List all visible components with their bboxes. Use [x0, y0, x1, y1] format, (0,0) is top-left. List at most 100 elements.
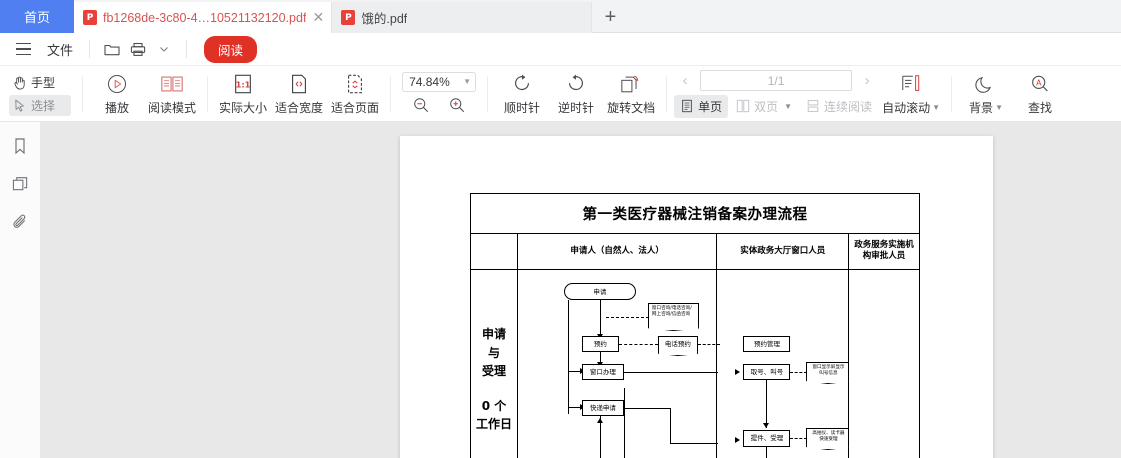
rotate-ccw-label: 逆时针 — [558, 100, 595, 115]
hand-select-group: 手型 选择 — [5, 72, 75, 116]
divider — [390, 75, 392, 112]
play-icon — [106, 72, 128, 96]
arrow — [735, 368, 741, 375]
column-header-window-staff: 实体政务大厅窗口人员 — [716, 233, 850, 270]
main-body: 第一类医疗器械注销备案办理流程 申请人（自然人、法人） 实体政务大厅窗口人员 政… — [0, 122, 1121, 458]
note-tail — [657, 350, 698, 356]
flowchart-table: 第一类医疗器械注销备案办理流程 申请人（自然人、法人） 实体政务大厅窗口人员 政… — [470, 193, 920, 458]
pdf-page: 第一类医疗器械注销备案办理流程 申请人（自然人、法人） 实体政务大厅窗口人员 政… — [400, 136, 993, 458]
svg-text:A: A — [1036, 78, 1042, 87]
thumbnail-panel-button[interactable] — [7, 172, 33, 196]
divider — [186, 40, 188, 58]
find-icon: A — [1029, 72, 1051, 96]
arrow — [596, 417, 603, 423]
double-page-mode-button[interactable]: 双页 ▼ — [730, 95, 798, 118]
lane-applicant: 申请 预约 窗口办理 — [516, 268, 720, 458]
document-tab-1[interactable]: P fb1268de-3c80-4…10521132120.pdf ✕ — [74, 2, 333, 33]
connector — [623, 387, 625, 458]
divider — [951, 75, 953, 112]
pdf-viewer-canvas[interactable]: 第一类医疗器械注销备案办理流程 申请人（自然人、法人） 实体政务大厅窗口人员 政… — [41, 122, 1121, 458]
new-tab-button[interactable]: + — [592, 2, 628, 33]
find-button[interactable]: A 查找 — [1013, 69, 1067, 119]
chevron-down-icon[interactable]: ▼ — [932, 102, 941, 112]
node-appointment: 预约 — [581, 335, 619, 352]
fit-page-label: 适合页面 — [331, 100, 380, 115]
file-menu-label: 文件 — [47, 42, 74, 58]
attachment-panel-button[interactable] — [7, 210, 33, 234]
fit-page-button[interactable]: 适合页面 — [327, 69, 383, 119]
divider — [82, 75, 83, 112]
column-header-applicant: 申请人（自然人、法人） — [516, 233, 718, 270]
single-page-mode-button[interactable]: 单页 — [674, 94, 729, 118]
fit-page-icon — [344, 72, 366, 96]
chevron-down-icon[interactable]: ▼ — [463, 77, 472, 86]
connector — [599, 351, 601, 364]
rotate-clockwise-button[interactable]: 顺时针 — [495, 69, 549, 119]
tab-bar: 首页 P fb1268de-3c80-4…10521132120.pdf ✕ P… — [0, 0, 1121, 33]
page-number-input[interactable]: 1/1 — [700, 70, 853, 91]
connector — [623, 407, 670, 409]
home-tab[interactable]: 首页 — [0, 0, 74, 33]
background-label: 背景 — [969, 100, 994, 115]
rotate-counterclockwise-button[interactable]: 逆时针 — [549, 69, 603, 119]
single-page-icon — [682, 99, 692, 113]
dashed-connector — [605, 316, 649, 318]
zoom-in-button[interactable] — [446, 94, 468, 116]
close-icon[interactable]: ✕ — [312, 9, 325, 25]
chevron-down-icon[interactable]: ▼ — [784, 101, 793, 111]
actual-size-icon: 1:1 — [232, 72, 254, 96]
lane-window-staff: 预约管理 取号、叫号 提件、受理 窗口显示屏显示叫号信息 — [716, 268, 850, 458]
page-navigation-group: ‹ 1/1 › 单页 双页 ▼ 连续阅读 — [674, 70, 878, 118]
chevron-down-icon[interactable]: ▼ — [995, 102, 1003, 112]
printer-icon[interactable] — [125, 37, 151, 61]
actual-size-button[interactable]: 1:1 实际大小 — [215, 69, 271, 119]
zoom-level-input[interactable]: 74.84% ▼ — [402, 71, 477, 92]
folder-open-icon[interactable] — [99, 37, 125, 61]
play-button[interactable]: 播放 — [90, 69, 144, 119]
zoom-group: 74.84% ▼ — [398, 71, 480, 116]
document-title: 第一类医疗器械注销备案办理流程 — [470, 193, 920, 234]
read-mode-toolbar-button[interactable]: 阅读模式 — [144, 69, 200, 119]
fit-width-label: 适合宽度 — [275, 100, 324, 115]
auto-scroll-button[interactable]: 自动滚动 ▼ — [878, 69, 944, 119]
dashed-connector — [790, 371, 808, 373]
continuous-reading-button[interactable]: 连续阅读 — [800, 95, 878, 118]
connector — [669, 407, 671, 443]
note-consult: 窗口咨询/电话咨询/网上咨询/信函咨询 — [647, 302, 699, 328]
hand-tool-label: 手型 — [31, 75, 56, 90]
next-page-button[interactable]: › — [864, 72, 870, 89]
node-receive-accept: 提件、受理 — [743, 429, 791, 447]
chevron-down-icon[interactable] — [151, 37, 177, 61]
select-tool-button[interactable]: 选择 — [9, 94, 71, 116]
bookmark-panel-button[interactable] — [7, 134, 33, 158]
rotate-document-label: 旋转文档 — [607, 100, 656, 115]
cursor-arrow-icon — [15, 99, 24, 112]
document-tab-2-label: 饿的.pdf — [361, 12, 408, 26]
hamburger-menu-icon[interactable] — [10, 37, 36, 61]
node-phone-appointment: 电话预约 — [657, 335, 698, 351]
document-tab-2[interactable]: P 饿的.pdf — [332, 2, 593, 33]
rotate-document-button[interactable]: 旋转文档 — [603, 69, 659, 119]
node-take-number: 取号、叫号 — [743, 363, 791, 380]
connector — [567, 406, 582, 408]
arrow — [763, 422, 770, 428]
connector — [766, 379, 768, 428]
divider — [487, 75, 489, 112]
fit-width-button[interactable]: 适合宽度 — [271, 69, 327, 119]
rotate-cw-label: 顺时针 — [504, 100, 541, 115]
document-tab-1-label: fb1268de-3c80-4…10521132120.pdf — [103, 10, 307, 25]
zoom-out-button[interactable] — [410, 94, 432, 116]
node-appointment-manage: 预约管理 — [743, 335, 791, 352]
hand-icon — [14, 76, 25, 90]
file-menu-button[interactable]: 文件 — [40, 38, 80, 61]
actual-size-label: 实际大小 — [219, 100, 268, 115]
zoom-level-value: 74.84% — [409, 74, 450, 89]
background-button[interactable]: 背景 ▼ — [959, 69, 1013, 119]
prev-page-button[interactable]: ‹ — [682, 72, 688, 89]
hand-tool-button[interactable]: 手型 — [9, 72, 71, 93]
main-toolbar: 手型 选择 播放 阅读模式 1:1 实际大小 — [0, 66, 1121, 122]
divider — [89, 40, 91, 58]
read-mode-label: 阅读 — [218, 43, 244, 58]
read-mode-button[interactable]: 阅读 — [204, 35, 258, 63]
dashed-connector — [697, 343, 720, 345]
